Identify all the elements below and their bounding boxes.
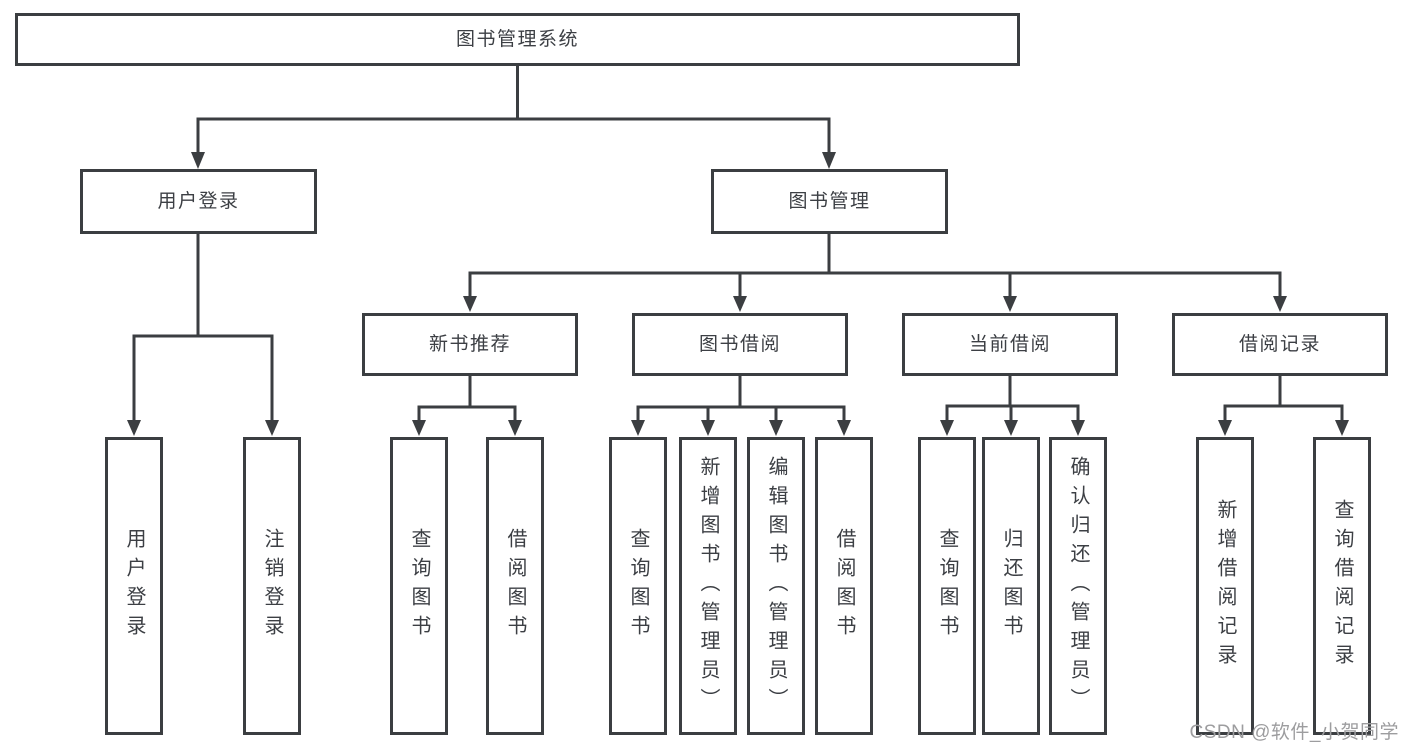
node-user-login: 用户登录 <box>80 169 317 234</box>
leaf-confirm-return-admin: 确认归还（管理员） <box>1049 437 1107 735</box>
leaf-logout: 注销登录 <box>243 437 301 735</box>
leaf-query-books-current-label: 查询图书 <box>936 528 958 644</box>
leaf-borrow-books-recommend-label: 借阅图书 <box>504 528 526 644</box>
node-book-borrowing-label: 图书借阅 <box>698 334 781 355</box>
leaf-query-books-recommend-label: 查询图书 <box>408 528 430 644</box>
node-book-management: 图书管理 <box>711 169 948 234</box>
leaf-borrow-books-borrowing-label: 借阅图书 <box>833 528 855 644</box>
node-book-management-label: 图书管理 <box>788 191 871 212</box>
node-book-borrowing: 图书借阅 <box>632 313 848 376</box>
leaf-add-book-admin: 新增图书（管理员） <box>679 437 737 735</box>
leaf-return-book: 归还图书 <box>982 437 1040 735</box>
leaf-borrow-books-recommend: 借阅图书 <box>486 437 544 735</box>
node-borrow-records: 借阅记录 <box>1172 313 1388 376</box>
node-current-borrowing: 当前借阅 <box>902 313 1118 376</box>
node-root-label: 图书管理系统 <box>455 29 579 50</box>
leaf-logout-label: 注销登录 <box>261 528 283 644</box>
leaf-confirm-return-admin-label: 确认归还（管理员） <box>1067 455 1089 717</box>
leaf-query-books-borrowing-label: 查询图书 <box>627 528 649 644</box>
leaf-borrow-books-borrowing: 借阅图书 <box>815 437 873 735</box>
node-new-book-recommend-label: 新书推荐 <box>428 334 511 355</box>
leaf-return-book-label: 归还图书 <box>1000 528 1022 644</box>
leaf-add-borrow-record-label: 新增借阅记录 <box>1214 499 1236 673</box>
leaf-query-books-current: 查询图书 <box>918 437 976 735</box>
node-borrow-records-label: 借阅记录 <box>1238 334 1321 355</box>
node-current-borrowing-label: 当前借阅 <box>968 334 1051 355</box>
leaf-edit-book-admin: 编辑图书（管理员） <box>747 437 805 735</box>
leaf-query-borrow-record-label: 查询借阅记录 <box>1331 499 1353 673</box>
leaf-query-books-recommend: 查询图书 <box>390 437 448 735</box>
leaf-edit-book-admin-label: 编辑图书（管理员） <box>765 455 787 717</box>
node-root: 图书管理系统 <box>15 13 1020 66</box>
csdn-watermark: CSDN @软件_小贺同学 <box>1189 722 1399 743</box>
leaf-query-borrow-record: 查询借阅记录 <box>1313 437 1371 735</box>
node-user-login-label: 用户登录 <box>157 191 240 212</box>
leaf-user-login-label: 用户登录 <box>123 528 145 644</box>
leaf-add-borrow-record: 新增借阅记录 <box>1196 437 1254 735</box>
node-new-book-recommend: 新书推荐 <box>362 313 578 376</box>
leaf-add-book-admin-label: 新增图书（管理员） <box>697 455 719 717</box>
leaf-user-login: 用户登录 <box>105 437 163 735</box>
leaf-query-books-borrowing: 查询图书 <box>609 437 667 735</box>
